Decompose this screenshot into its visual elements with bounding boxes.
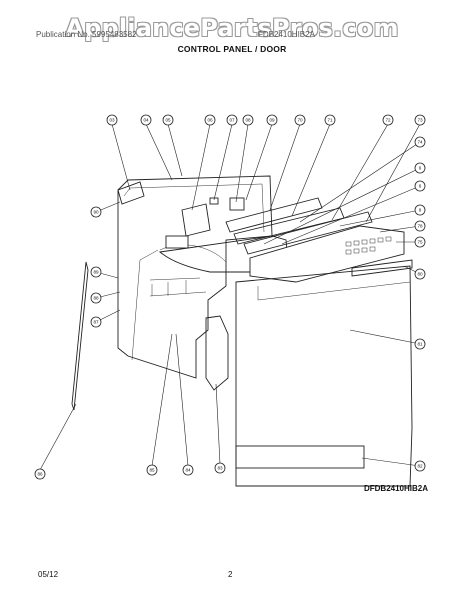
callout-6a: 6 <box>414 162 426 174</box>
callout-72: 72 <box>382 114 394 126</box>
watermark: AppliancePartsPros.com <box>65 14 399 42</box>
callout-05: 05 <box>162 114 174 126</box>
callout-83: 83 <box>214 462 226 474</box>
callout-88: 88 <box>90 292 102 304</box>
panel-layer-3 <box>243 211 373 255</box>
callout-label: 74 <box>417 140 423 145</box>
door-handle <box>351 259 413 277</box>
callout-label: 6 <box>419 184 422 189</box>
outer-door-panel <box>235 265 413 487</box>
callout-label: 75 <box>417 240 423 245</box>
publication-number: Publication No. 5995483582 <box>36 30 137 39</box>
callout-74: 74 <box>414 136 426 148</box>
header-model-number: FDB2410HIB2A <box>258 30 315 39</box>
page-number: 2 <box>228 570 233 579</box>
callout-90: 90 <box>90 206 102 218</box>
callout-label: 88 <box>93 296 99 301</box>
callout-label: 07 <box>229 118 235 123</box>
latch-assembly <box>117 181 145 205</box>
callout-03: 03 <box>106 114 118 126</box>
inner-door-panel <box>117 175 273 379</box>
control-board <box>165 235 189 249</box>
callout-6b: 6 <box>414 180 426 192</box>
callout-78: 78 <box>414 220 426 232</box>
callout-label: 73 <box>417 118 423 123</box>
callout-label: 9 <box>419 208 422 213</box>
callout-label: 06 <box>207 118 213 123</box>
insulation-panel <box>205 315 229 391</box>
callout-label: 83 <box>217 466 223 471</box>
callout-82: 82 <box>414 460 426 472</box>
callout-label: 87 <box>93 320 99 325</box>
callout-81: 81 <box>414 338 426 350</box>
model-label: DFDB2410HIB2A <box>363 484 428 493</box>
callout-label: 90 <box>93 210 99 215</box>
callout-75: 75 <box>414 236 426 248</box>
callout-label: 04 <box>143 118 149 123</box>
callout-87: 87 <box>90 316 102 328</box>
callout-85: 85 <box>146 464 158 476</box>
spring-brackets <box>149 277 207 297</box>
callout-label: 03 <box>109 118 115 123</box>
page-title: CONTROL PANEL / DOOR <box>177 44 287 54</box>
control-buttons <box>345 236 392 255</box>
callout-label: 86 <box>37 472 43 477</box>
callout-80: 80 <box>414 268 426 280</box>
callout-09: 09 <box>266 114 278 126</box>
callout-label: 89 <box>93 270 99 275</box>
callout-label: 84 <box>185 468 191 473</box>
callout-73: 73 <box>414 114 426 126</box>
footer-date: 05/12 <box>38 570 59 579</box>
callout-label: 6 <box>419 166 422 171</box>
callout-9: 9 <box>414 204 426 216</box>
callout-89: 89 <box>90 266 102 278</box>
callout-label: 85 <box>149 468 155 473</box>
callout-84: 84 <box>182 464 194 476</box>
callout-86: 86 <box>34 468 46 480</box>
kick-plate <box>235 445 365 469</box>
leader-lines <box>39 123 421 471</box>
callout-04: 04 <box>140 114 152 126</box>
callout-label: 70 <box>297 118 303 123</box>
callout-label: 80 <box>417 272 423 277</box>
callout-label: 72 <box>385 118 391 123</box>
callout-label: 78 <box>417 224 423 229</box>
callout-label: 82 <box>417 464 423 469</box>
callout-70: 70 <box>294 114 306 126</box>
callout-label: 09 <box>269 118 275 123</box>
door-seal <box>71 261 89 411</box>
callout-label: 81 <box>417 342 423 347</box>
callouts: 03 04 05 06 07 08 09 70 71 72 73 74 6 6 … <box>34 114 426 480</box>
callout-06: 06 <box>204 114 216 126</box>
callout-07: 07 <box>226 114 238 126</box>
callout-label: 08 <box>245 118 251 123</box>
callout-label: 71 <box>327 118 333 123</box>
panel-layer-1 <box>225 197 323 233</box>
callout-71: 71 <box>324 114 336 126</box>
callout-08: 08 <box>242 114 254 126</box>
callout-label: 05 <box>165 118 171 123</box>
